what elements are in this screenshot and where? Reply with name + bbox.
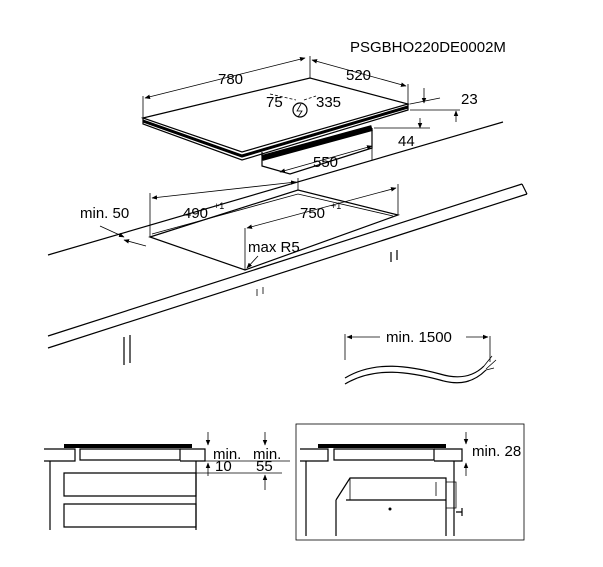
- cable-min-length: min. 1500: [386, 329, 452, 346]
- dim-box-depth: 44: [398, 133, 415, 150]
- detail-left: min. 10 min. 55: [44, 432, 290, 530]
- dim-cutout-depth: 490: [183, 205, 208, 222]
- detail-right-frame: [295, 423, 525, 541]
- dim-cutout-width-tol: +1: [331, 201, 341, 211]
- cable-drawing: min. 1500: [344, 329, 497, 385]
- dim-hob-width: 780: [218, 71, 243, 88]
- power-cable: [344, 365, 485, 379]
- oven: [335, 477, 447, 536]
- cutout-outline: [148, 189, 401, 271]
- dim-box-width: 550: [313, 154, 338, 171]
- worktop-leg: [123, 335, 131, 365]
- model-code: PSGBHO220DE0002M: [350, 39, 506, 56]
- gap-side-label: min.: [253, 446, 281, 463]
- gap-top-label: min.: [213, 446, 241, 463]
- gap-top-value: 10: [215, 458, 232, 475]
- dim-cutout-width: 750: [300, 205, 325, 222]
- dim-hob-thickness: 23: [461, 91, 478, 108]
- gap-side-value: 55: [256, 458, 273, 475]
- worktop-drawing: min. 50 490 +1 750 +1 max R5: [47, 121, 528, 365]
- dim-min-edge: min. 50: [80, 205, 129, 222]
- radius-label: max R5: [248, 239, 300, 256]
- hob-glass-top: [140, 77, 411, 153]
- worktop-front-edge: [47, 183, 523, 337]
- drawer-bottom: [63, 503, 197, 528]
- drawer-top: [63, 472, 197, 497]
- hob-drawing: 780 520 75 335 23 44 550: [140, 56, 478, 175]
- dim-hob-depth: 520: [346, 67, 371, 84]
- dim-connection-x: 75: [266, 94, 283, 111]
- detail-right-worktop: [300, 448, 463, 462]
- dim-cutout-depth-tol: +1: [214, 201, 224, 211]
- gap-right-label: min. 28: [472, 443, 521, 460]
- hob-underbox: [261, 128, 373, 175]
- detail-left-worktop: [44, 448, 206, 462]
- detail-right: min. 28: [295, 423, 525, 541]
- connection-icon: [292, 102, 308, 118]
- dim-connection-y: 335: [316, 94, 341, 111]
